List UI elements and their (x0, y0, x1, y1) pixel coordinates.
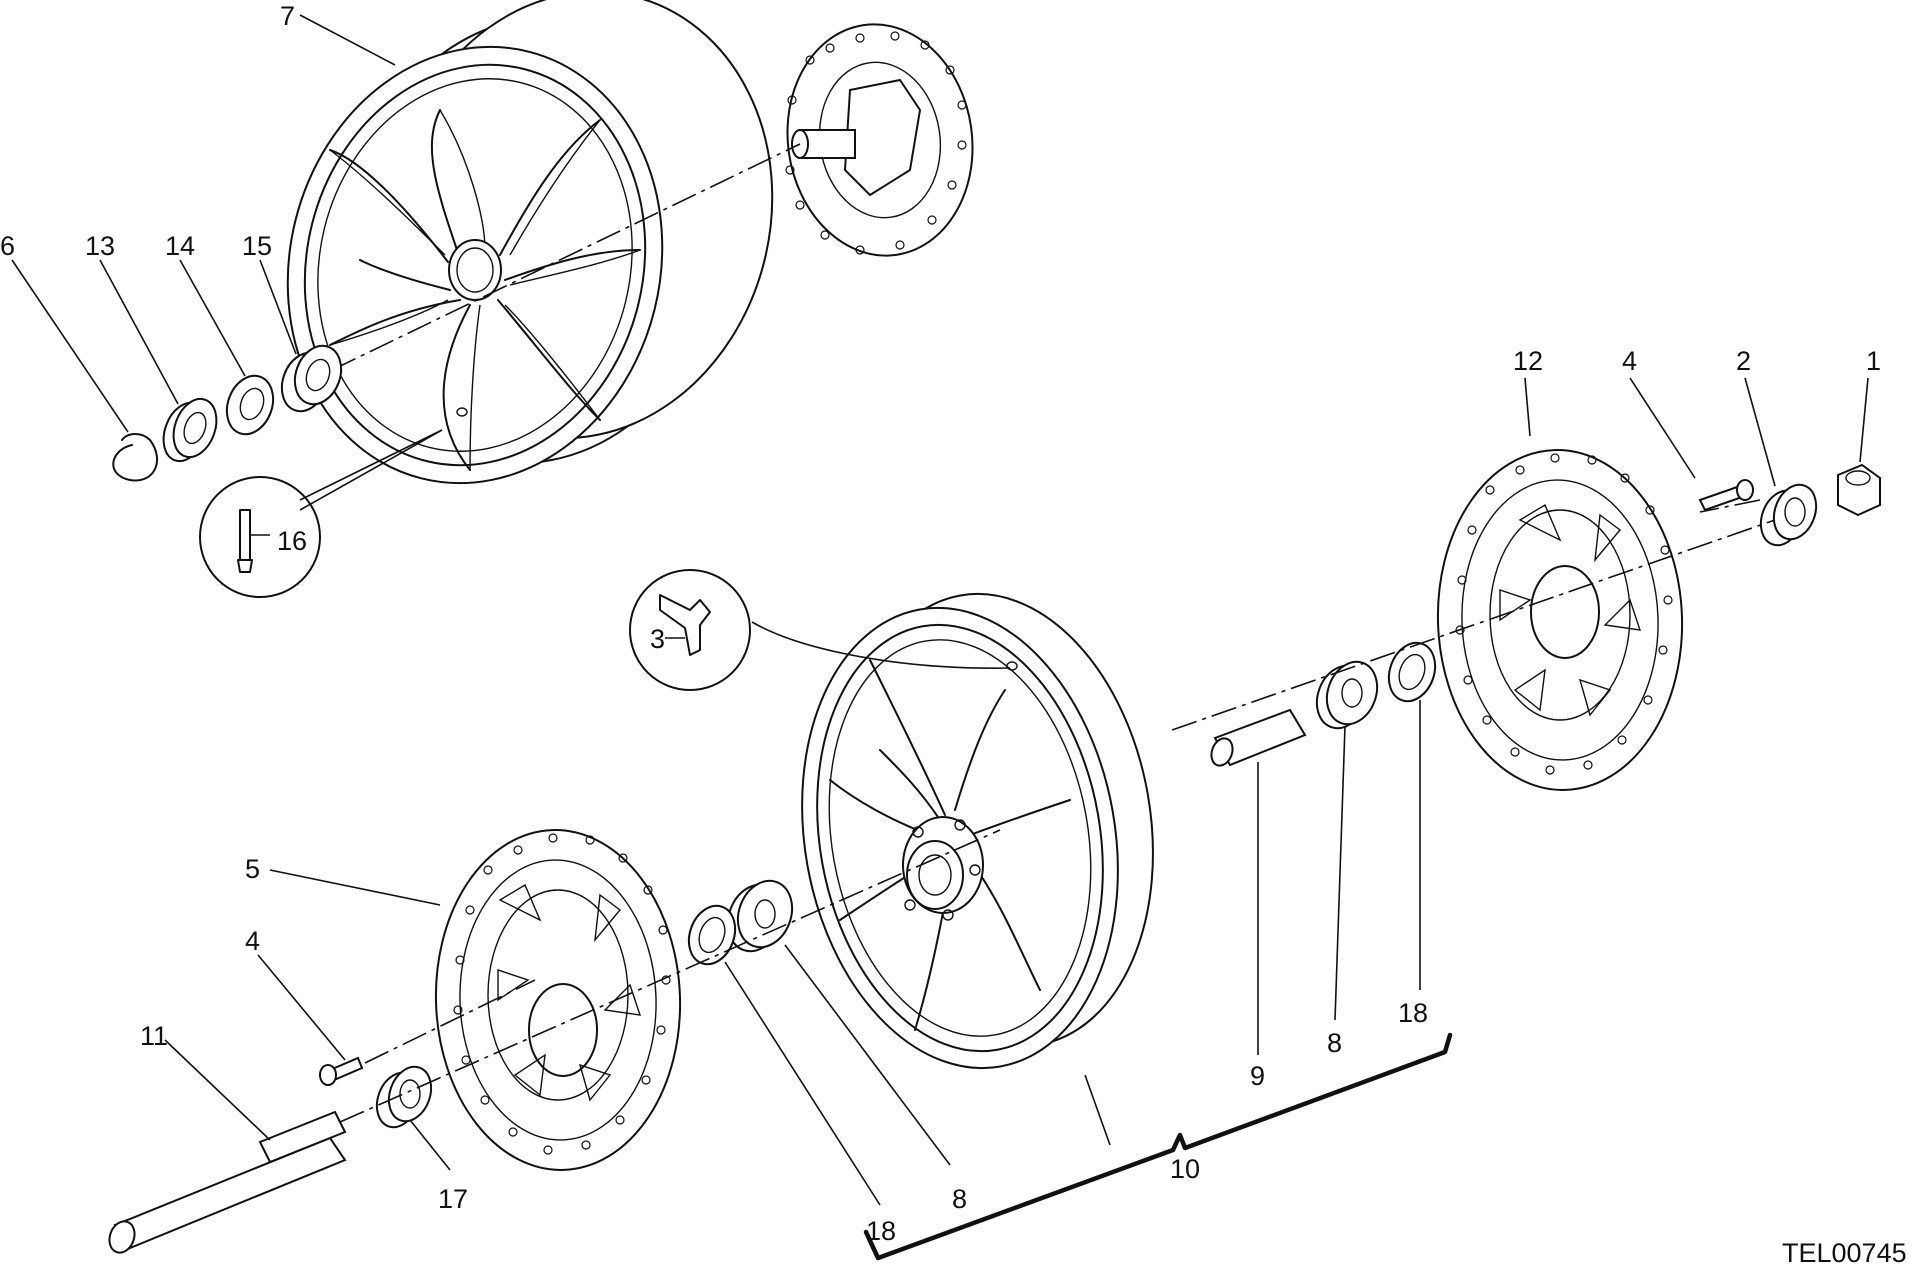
callout-13: 13 (85, 231, 115, 261)
callout-4-left: 4 (245, 926, 260, 956)
spacer-17 (375, 1065, 433, 1129)
callout-8-right: 8 (1327, 1028, 1342, 1058)
leader-lines (11, 14, 1869, 1206)
valve-detail-16 (199, 429, 443, 598)
callout-4-right: 4 (1622, 346, 1637, 376)
rear-brake-disc (785, 23, 974, 257)
callout-2: 2 (1736, 346, 1751, 376)
callout-7: 7 (280, 1, 295, 31)
callout-9: 9 (1250, 1061, 1265, 1091)
bearing-8-left (726, 879, 794, 953)
callout-18-right: 18 (1398, 998, 1428, 1028)
callout-17: 17 (438, 1184, 468, 1214)
callout-3: 3 (650, 624, 665, 654)
spacer-15 (280, 344, 343, 413)
front-wheel (801, 592, 1154, 1070)
bolt-4-right (1698, 479, 1754, 512)
seal-18-right (1387, 641, 1437, 703)
front-disc-right-12 (1436, 449, 1684, 791)
front-disc-left-5 (434, 829, 682, 1171)
washer-14 (225, 374, 275, 436)
callout-6: 6 (0, 231, 15, 261)
callout-8-left: 8 (952, 1184, 967, 1214)
spacer-9 (1210, 708, 1307, 767)
spacer-2 (1759, 483, 1818, 547)
valve-detail-3 (629, 569, 1011, 691)
bolt-4-left (319, 1056, 364, 1086)
callout-1: 1 (1866, 346, 1881, 376)
rear-wheel (286, 0, 774, 485)
callout-14: 14 (165, 231, 195, 261)
bearing-8-right (1315, 660, 1379, 730)
callout-16: 16 (277, 526, 307, 556)
circlip-6 (112, 433, 159, 482)
nut-1 (1837, 463, 1881, 517)
callout-18-left: 18 (866, 1216, 896, 1246)
callout-11: 11 (140, 1021, 168, 1051)
bracket-10 (869, 1032, 1453, 1261)
drawing-code: TEL00745 (1782, 1238, 1907, 1268)
callout-10: 10 (1170, 1154, 1200, 1184)
callout-5: 5 (245, 854, 260, 884)
callout-15: 15 (242, 231, 272, 261)
callout-12: 12 (1513, 346, 1543, 376)
seal-18-left (687, 904, 737, 966)
axle-11 (108, 1110, 347, 1254)
ring-nut-13 (162, 397, 218, 463)
